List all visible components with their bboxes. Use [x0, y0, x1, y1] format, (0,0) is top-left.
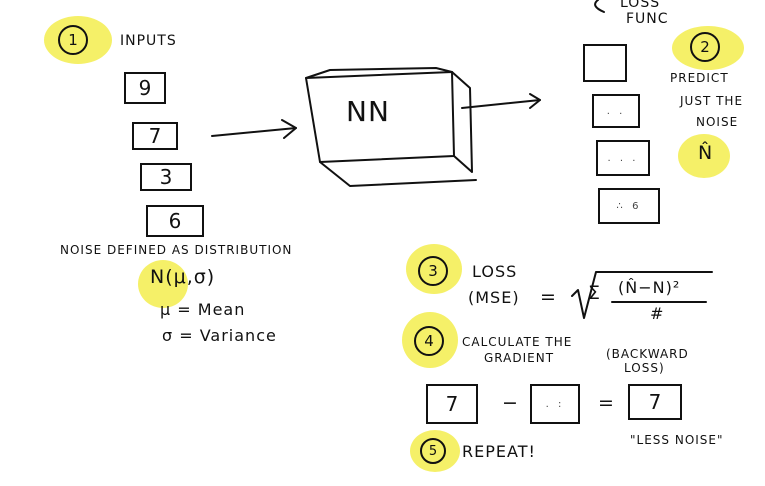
predict-line2: JUST THE [680, 94, 744, 108]
backward-loss-label: LOSS) [624, 361, 665, 375]
gradient-result: 7 [628, 384, 682, 420]
nn-box-side [451, 71, 473, 173]
sigma-definition: σ = Variance [162, 326, 277, 345]
gradient-minus: − [502, 392, 519, 414]
output-arrow-head [529, 93, 541, 109]
gradient-predicted-noise: . : [530, 384, 580, 424]
loss-formula-numerator: (N̂−N)² [618, 278, 681, 297]
output-box-3: . . . [596, 140, 650, 176]
output-box-4: ∴ 6 [598, 188, 660, 224]
nn-box-top [305, 67, 453, 79]
noise-hat-symbol: N̂ [698, 142, 714, 164]
output-box-2: . . [592, 94, 640, 128]
step2-number: 2 [690, 32, 720, 62]
input-7: 7 [132, 122, 178, 150]
nn-box-front [305, 71, 455, 163]
sqrt-sign [571, 271, 713, 319]
gradient-label: GRADIENT [484, 351, 555, 365]
loss-func-line1: LOSS [620, 0, 661, 11]
backward-label: (BACKWARD [606, 347, 689, 361]
nn-box-base [319, 161, 477, 187]
noise-dist-highlight [138, 260, 188, 308]
noise-distribution: N(μ,σ) [150, 266, 216, 288]
loss-formula-denominator: # [650, 304, 665, 323]
loss-func-line2: FUNC [626, 11, 669, 27]
gradient-noisy-input: 7 [426, 384, 478, 424]
less-noise-caption: "LESS NOISE" [630, 433, 724, 447]
loss-label: LOSS [472, 262, 518, 281]
step4-number: 4 [414, 326, 444, 356]
repeat-label: REPEAT! [462, 442, 536, 461]
input-arrow [211, 127, 297, 137]
input-3: 3 [140, 163, 192, 191]
predict-line1: PREDICT [670, 71, 729, 85]
input-arrow-head [281, 119, 297, 139]
nn-label: NN [346, 95, 390, 128]
mu-definition: μ = Mean [160, 300, 246, 319]
step5-number: 5 [420, 438, 446, 464]
predict-line3: NOISE [696, 115, 739, 129]
gradient-equals: = [598, 392, 615, 414]
calculate-label: CALCULATE THE [462, 335, 573, 349]
step1-number: 1 [58, 25, 88, 55]
step3-number: 3 [418, 256, 448, 286]
mse-label: (MSE) [468, 288, 520, 307]
noise-definition-title: NOISE DEFINED AS DISTRIBUTION [60, 243, 293, 257]
noise-symbol-highlight [678, 134, 730, 178]
input-9: 9 [124, 72, 166, 104]
output-arrow [461, 99, 541, 109]
inputs-label: INPUTS [120, 33, 177, 49]
loss-equals: = [540, 286, 557, 308]
input-6: 6 [146, 205, 204, 237]
output-box-1 [583, 44, 627, 82]
loss-func-bracket [594, 0, 605, 13]
